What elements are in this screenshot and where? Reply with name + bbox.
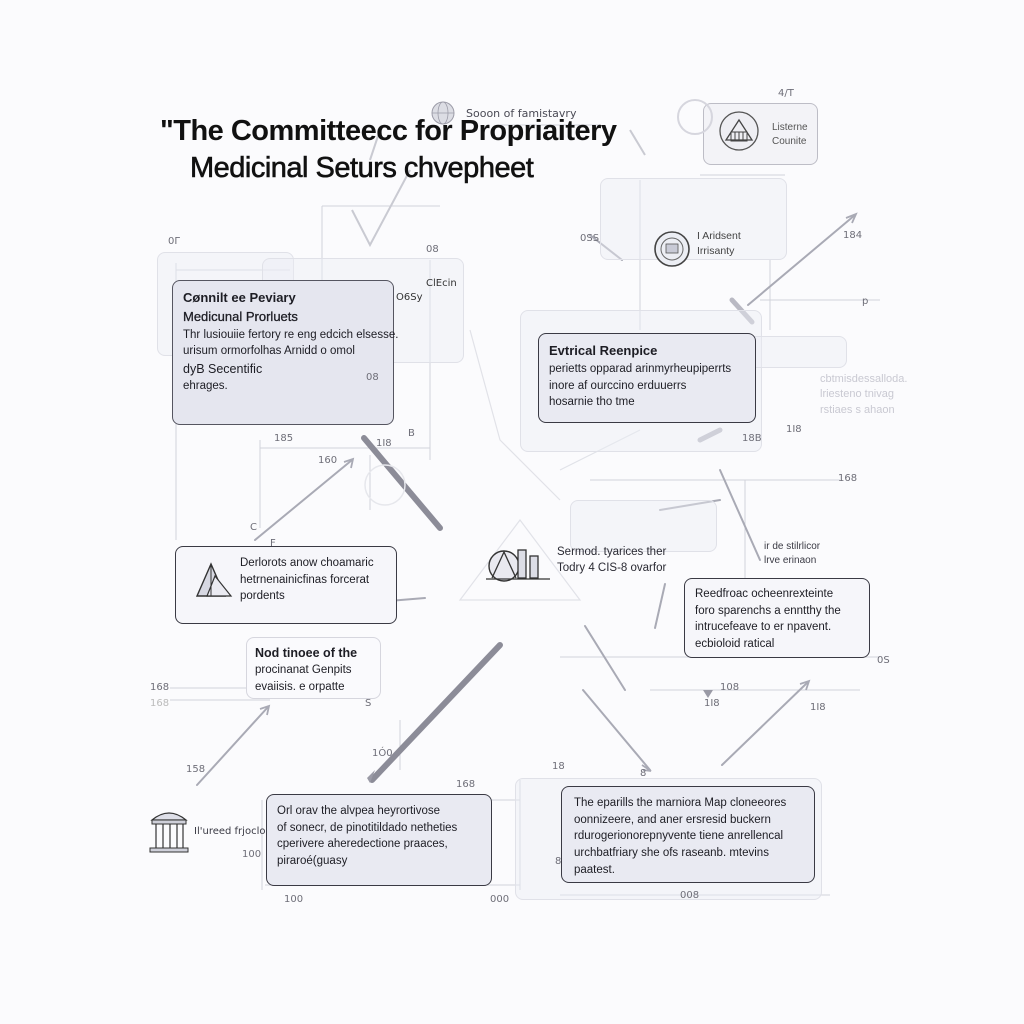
nod-line: evaiisis. e orpatte [255,680,345,693]
globe-icon [431,101,455,125]
round-seal-icon [654,231,690,267]
axis-label: 184 [843,230,863,241]
bottom-left-line: Orl orav the alvpea heyrortivose [277,805,440,817]
right-mid-line: Reedfroac ocheenrexteinte [695,588,834,600]
axis-label: 0SS [580,233,600,244]
diagram-title-line1: "The Committeecc for Propriaitery [160,115,617,147]
diagram-title-line2: Medicinal Seturs chvepheet [190,152,534,184]
axis-label: 185 [274,433,294,444]
nod-line: Nod tinoee of the [255,646,358,660]
mid-right-line: ir de stilrlicor [764,541,821,552]
axis-label: ClEcin [426,278,457,289]
committee-line: ehrages. [183,380,228,393]
axis-label: 1I8 [376,438,392,449]
top-caption: Sooon of famistavry [466,107,577,120]
faint-right-line: cbtmisdessalloda. [820,373,908,385]
left-mid-line: hetrnenainicfinas forcerat [240,573,370,586]
axis-label: 1Ó0 [372,748,393,759]
axis-label: C [250,522,257,533]
right-mid-line: foro sparenchs a enntthy the [695,604,841,617]
faint-right-line: lriesteno tnivag [820,388,894,401]
upper-right-node-line1: I Aridsent [697,230,741,242]
axis-label: 0Г [168,236,181,247]
right-mid-line: ecbioloid ratical [695,638,775,651]
axis-label: 8 [555,856,562,867]
committee-line: Thr lusiouiie fertory re eng edcich else… [183,328,399,341]
building-emblem-icon [719,111,759,151]
left-mid-line: Derlorots anow choamaric [240,557,374,569]
corner-mark: 4/T [778,88,794,99]
bottom-left-line: cperivere aheredectione praaces, [277,838,448,851]
ethical-node: Evtrical Reenpice perietts opparad arinm… [538,333,756,423]
axis-label: 008 [680,890,700,901]
axis-label: 100 [242,849,262,860]
axis-label: O6Sy [396,292,423,303]
committee-node: Cønnilt ee Peviary Medicunal Prorluets T… [172,280,399,425]
committee-heading-2: Medicunal Prorluets [183,308,298,324]
committee-line: dyB Secentific [183,362,263,377]
axis-label: p [862,296,869,307]
ghost-panel [600,178,787,260]
axis-label: 1I8 [704,698,720,709]
ghost-panel [570,500,717,552]
axis-label: 0S [877,655,890,666]
colonnade-label: Il'ureed frjoclolre [194,826,279,837]
seal-decoration-icon [677,99,713,135]
axis-label: 160 [318,455,338,466]
bottom-left-line: piraroé(guasy [277,855,348,868]
top-right-node-line1: Listerne [772,122,808,133]
nod-node: Nod tinoee of the procinanat Genpits eva… [246,637,381,699]
axis-label: S [365,698,372,709]
axis-label: 168 [838,473,858,484]
right-mid-line: intrucefeave to er npavent. [695,621,832,634]
bottom-left-line: of sonecr, de pinotitildado netheties [277,821,458,834]
committee-line: urisum ormorfolhas Arnidd o omol [183,345,355,358]
right-mid-node: Reedfroac ocheenrexteinte foro sparenchs… [684,578,870,658]
axis-label: 168 [456,779,476,790]
ethical-line: perietts opparad arinmyrheupiperrts [549,362,732,375]
bottom-right-line: The eparills the marniora Map cloneeores [574,797,787,809]
bottom-right-line: paatest. [574,863,615,876]
axis-label: 18B [742,433,762,444]
axis-label: 108 [720,682,740,693]
top-right-node-line2: Counite [772,136,807,147]
bottom-right-node: The eparills the marniora Map cloneeores… [561,786,815,883]
left-mid-line: pordents [240,590,285,603]
institution-emblem-icon [486,549,550,582]
axis-label: 100 [284,894,304,905]
center-line: Todry 4 CIS-8 ovarfor [557,562,667,575]
axis-label: 8 [640,768,647,779]
bottom-right-line: urchbatfriary she ofs raseanb. mtevins [574,847,769,860]
axis-label: B [408,428,415,439]
ethical-line: hosarnie tho tme [549,396,635,409]
committee-heading-1: Cønnilt ee Peviary [183,290,296,305]
mid-right-label: ir de stilrlicor lrve erinaon [764,540,820,568]
axis-label: 18 [552,761,565,772]
axis-label: 08 [366,372,379,383]
ethical-line: inore af ourccino erduuerrs [549,379,687,392]
bottom-right-line: oonnizeere, and aner ersresid buckern [574,813,771,826]
building-icon [195,562,233,597]
faint-right-text: cbtmisdessalloda. lriesteno tnivag rstia… [820,372,907,418]
mid-right-line: lrve erinaon [764,555,817,566]
axis-label: F [270,538,276,549]
ethical-heading: Evtrical Reenpice [549,343,658,358]
top-right-node-text: Listerne Counite [772,121,808,149]
upper-right-node-text: I Aridsent Irrisanty [697,229,741,258]
center-node-text: Sermod. tyarices ther Todry 4 CIS-8 ovar… [557,544,666,576]
upper-right-node-line2: Irrisanty [697,244,735,257]
axis-label: 08 [426,244,439,255]
nod-line: procinanat Genpits [255,664,352,677]
axis-label: 168 [150,682,170,693]
bottom-right-line: rdurogerionorepnyvente tiene anrellencal [574,830,784,843]
axis-label: 000 [490,894,510,905]
colonnade-icon [149,812,189,853]
axis-label: 158 [186,764,206,775]
axis-label: 1I8 [810,702,826,713]
axis-label: 168 [150,698,170,709]
faint-right-line: rstiaes s ahaon [820,403,895,416]
bottom-left-node: Orl orav the alvpea heyrortivose of sone… [266,794,492,886]
center-line: Sermod. tyarices ther [557,546,667,558]
axis-label: 1I8 [786,424,802,435]
